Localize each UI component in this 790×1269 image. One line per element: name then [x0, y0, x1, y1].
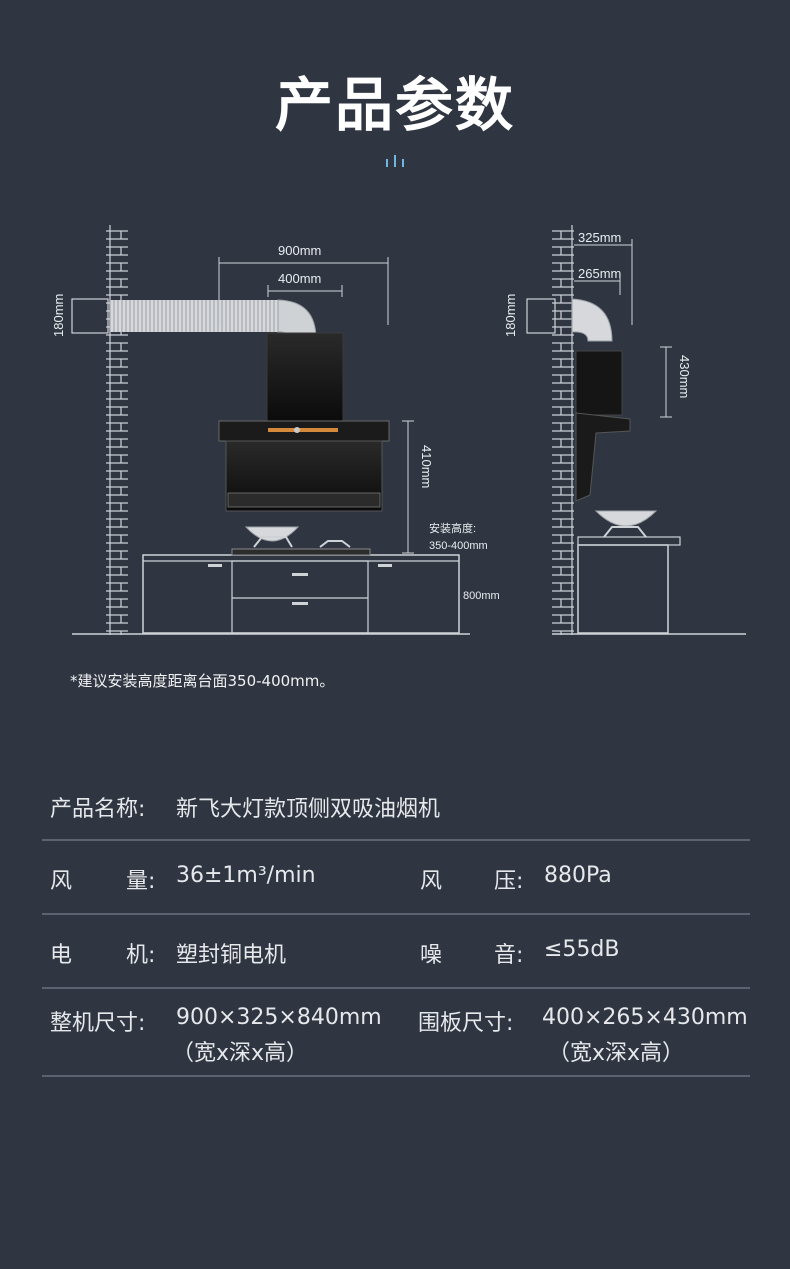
install-note: *建议安装高度距离台面350-400mm。 [70, 672, 335, 690]
spec-name-label: 产品名称: [50, 797, 146, 822]
spec-table: 产品名称: 新飞大灯款顶侧双吸油烟机 风 量: 36±1m³/min 风 压: … [42, 775, 750, 1077]
left-wok [244, 526, 300, 542]
spec-pressure-value: 880Pa [544, 863, 612, 888]
spec-panel-note: （宽x深x高） [548, 1041, 685, 1066]
left-duct [110, 300, 280, 332]
spec-noise-label-b: 音: [494, 943, 524, 968]
spec-airflow-label-a: 风 [50, 869, 73, 894]
hood-side-body [575, 412, 631, 502]
dim-height-180-left: 180mm [51, 294, 66, 337]
installation-diagram: 900mm 400mm 180mm 410mm 安装高度: 350-400mm … [51, 225, 746, 635]
dim-install-label: 安装高度: [429, 521, 476, 535]
spec-motor-value: 塑封铜电机 [176, 943, 287, 968]
spec-pressure-label-b: 压: [494, 869, 524, 894]
spec-row-motor: 电 机: 塑封铜电机 噪 音: ≤55dB [42, 915, 750, 989]
front-view: 900mm 400mm 180mm 410mm 安装高度: 350-400mm … [51, 225, 500, 635]
right-wok [594, 510, 658, 527]
spec-size-value: 900×325×840mm [176, 1005, 382, 1030]
cabinet [142, 554, 460, 634]
spec-row-name: 产品名称: 新飞大灯款顶侧双吸油烟机 [42, 775, 750, 841]
spec-row-airflow: 风 量: 36±1m³/min 风 压: 880Pa [42, 841, 750, 915]
spec-noise-label-a: 噪 [420, 943, 443, 968]
hood-chimney [266, 332, 344, 422]
page-title: 产品参数 [274, 71, 515, 139]
spec-motor-label-a: 电 [50, 943, 73, 968]
left-wall [106, 225, 128, 635]
spec-row-size: 整机尺寸: 900×325×840mm （宽x深x高） 围板尺寸: 400×26… [42, 989, 750, 1077]
dim-width-900: 900mm [278, 243, 321, 258]
right-duct [571, 298, 613, 342]
spec-name-value: 新飞大灯款顶侧双吸油烟机 [176, 797, 441, 822]
right-wall [552, 225, 574, 635]
dim-depth-325: 325mm [578, 230, 621, 245]
hood-side-upper [575, 350, 623, 416]
side-view: 325mm 265mm 180mm 430mm [503, 225, 746, 635]
spec-panel-label: 围板尺寸: [418, 1011, 514, 1036]
dim-install-range: 350-400mm [429, 540, 488, 552]
spec-noise-value: ≤55dB [544, 937, 620, 962]
spec-motor-label-b: 机: [126, 943, 156, 968]
spec-size-note: （宽x深x高） [172, 1041, 309, 1066]
dim-height-180-right: 180mm [503, 294, 518, 337]
dim-cabinet-800: 800mm [463, 590, 500, 602]
spec-airflow-value: 36±1m³/min [176, 863, 316, 888]
dim-height-410: 410mm [419, 445, 434, 488]
dim-width-400: 400mm [278, 271, 321, 286]
dim-height-430: 430mm [677, 355, 692, 398]
spec-airflow-label-b: 量: [126, 869, 156, 894]
dim-depth-265: 265mm [578, 266, 621, 281]
title-decoration-icon [386, 155, 404, 167]
spec-pressure-label-a: 风 [420, 869, 443, 894]
spec-size-label: 整机尺寸: [50, 1011, 146, 1036]
spec-panel-value: 400×265×430mm [542, 1005, 748, 1030]
